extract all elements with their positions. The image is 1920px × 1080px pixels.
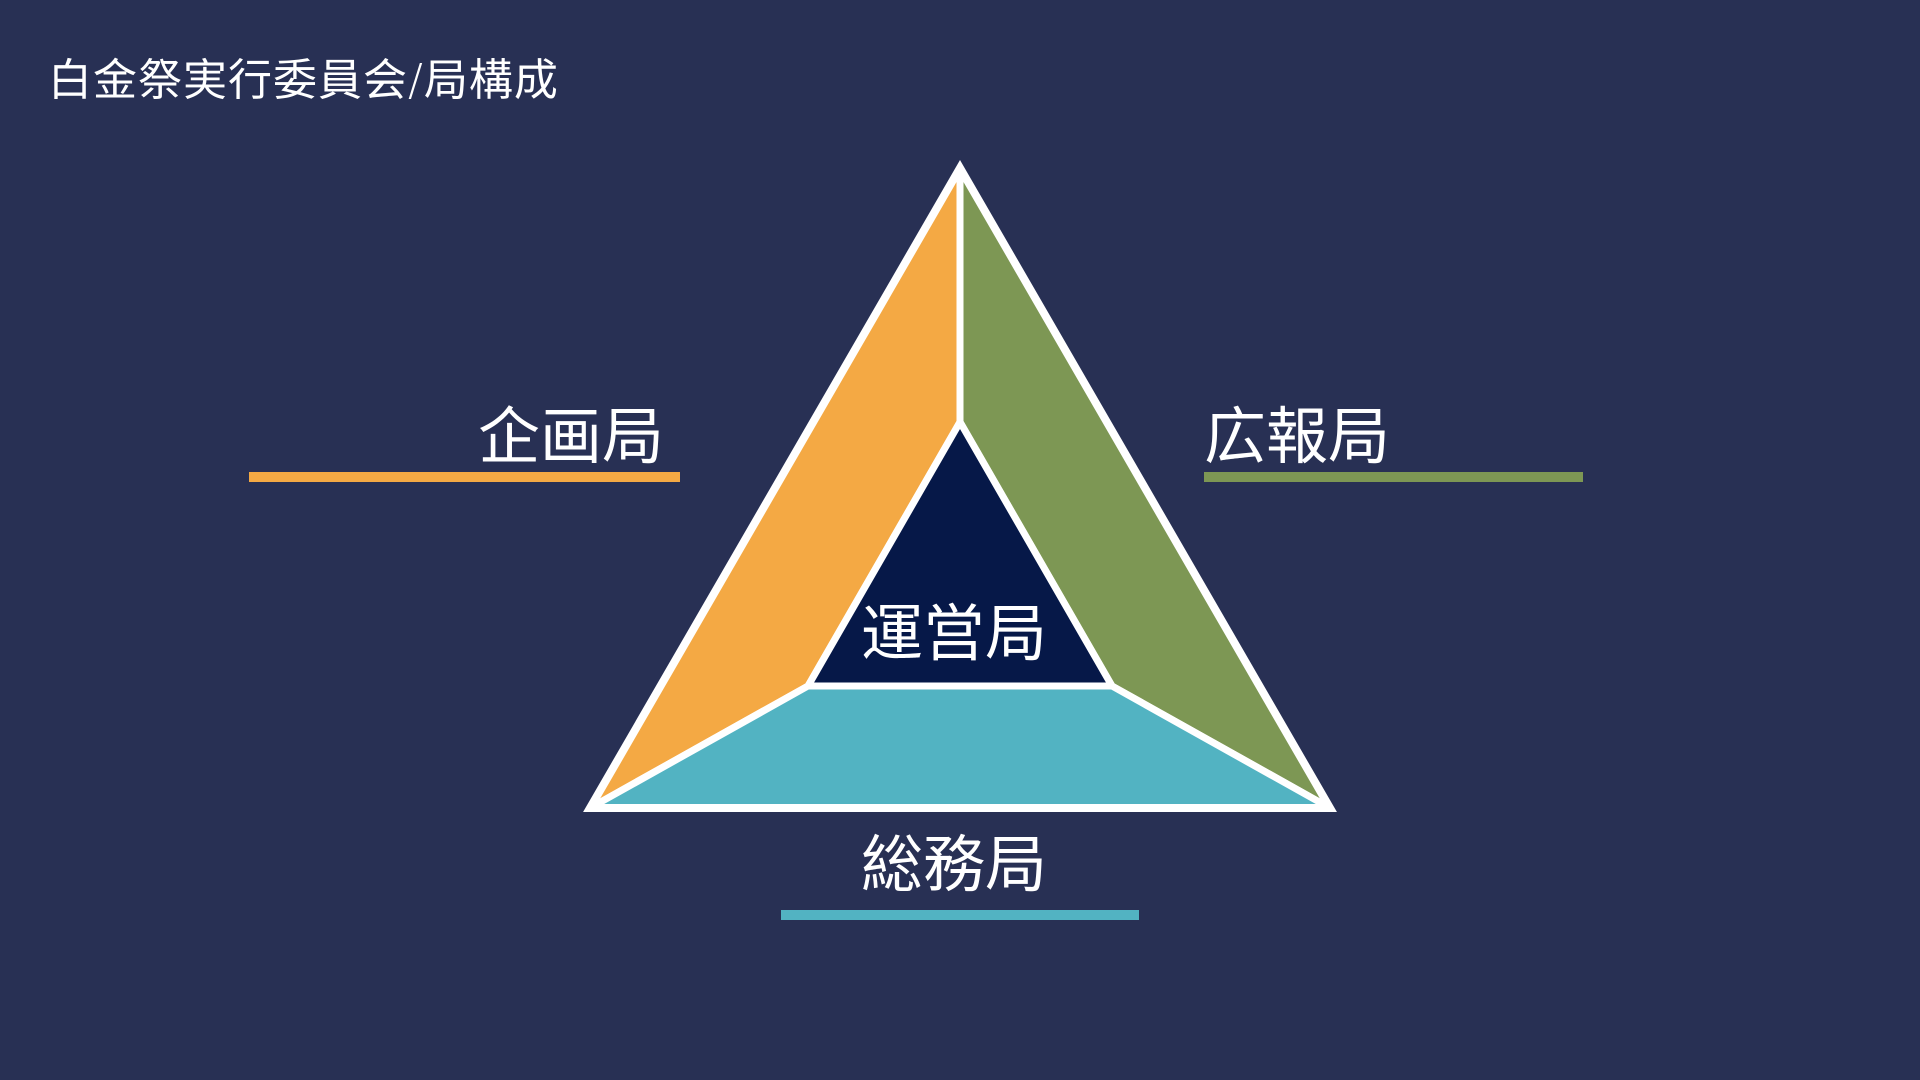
general-affairs-label: 総務局 xyxy=(861,828,1048,901)
triangle-outline xyxy=(583,160,1337,812)
planning-label: 企画局 xyxy=(478,400,665,473)
publicity-label: 広報局 xyxy=(1204,400,1391,473)
planning-underline xyxy=(249,472,680,482)
operations-label: 運営局 xyxy=(861,597,1048,670)
operations-segment xyxy=(804,418,1116,690)
page-title: 白金祭実行委員会/局構成 xyxy=(48,55,559,106)
publicity-underline xyxy=(1204,472,1583,482)
general-affairs-underline xyxy=(781,910,1139,920)
